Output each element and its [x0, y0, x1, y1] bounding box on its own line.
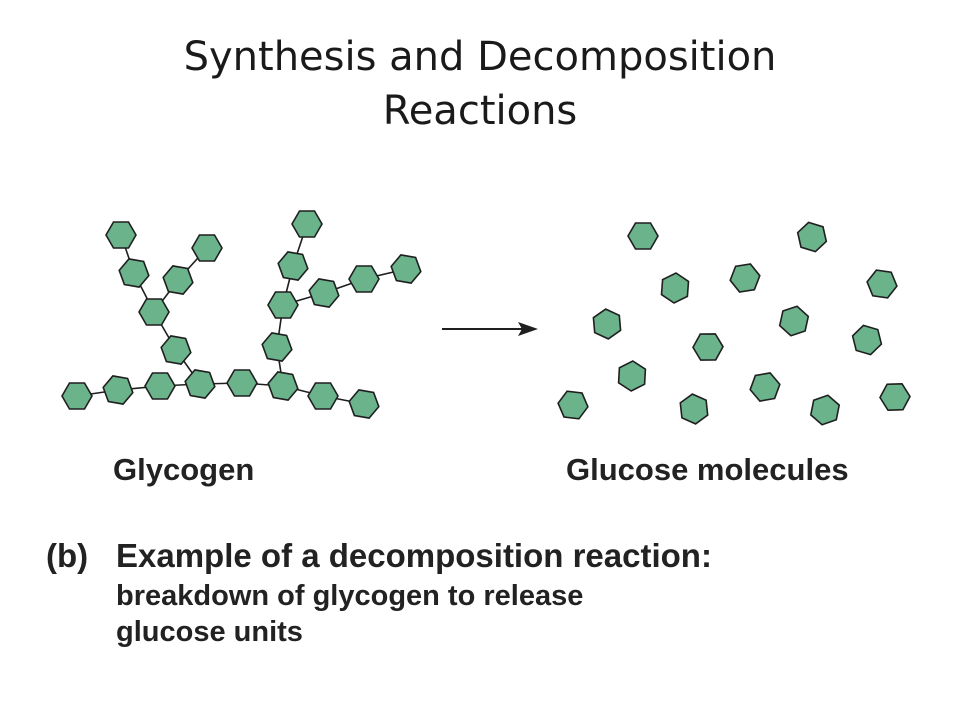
caption-heading-line: (b) Example of a decomposition reaction: — [46, 534, 712, 578]
glycogen-hexagon — [267, 291, 299, 319]
glycogen-hexagon — [390, 254, 422, 284]
glucose-hexagon — [679, 393, 709, 425]
glucose-hexagon — [809, 394, 841, 426]
glycogen-hexagon — [160, 335, 192, 365]
glycogen-hexagon — [226, 369, 258, 397]
glucose-hexagon — [879, 382, 911, 412]
glycogen-hexagon — [348, 389, 380, 419]
glycogen-hexagon — [348, 265, 380, 293]
glucose-hexagon — [627, 222, 659, 250]
caption-line-2: glucose units — [116, 616, 303, 648]
slide-title: Synthesis and Decomposition Reactions — [183, 34, 777, 134]
glycogen-hexagon — [191, 234, 223, 262]
glycogen-hexagon — [184, 369, 216, 399]
glucose-hexagon — [749, 372, 781, 402]
figure-caption: (b)Example of a decomposition reaction: … — [46, 534, 712, 650]
glucose-molecules — [557, 221, 911, 426]
glycogen-hexagon — [138, 298, 170, 326]
glycogen-hexagon — [261, 332, 293, 362]
glycogen-hexagon — [307, 382, 339, 410]
glycogen-hexagon — [162, 265, 194, 295]
glycogen-label: Glycogen — [113, 452, 255, 487]
glucose-hexagon — [617, 360, 647, 392]
glucose-hexagon — [866, 269, 898, 299]
caption-tag: (b) — [46, 537, 89, 574]
glucose-hexagon — [796, 221, 828, 253]
glucose-molecules-label: Glucose molecules — [566, 452, 849, 487]
glycogen-hexagon — [267, 371, 299, 401]
glycogen-hexagon — [105, 221, 137, 249]
glucose-hexagon — [851, 324, 883, 356]
glycogen-hexagon — [61, 382, 93, 410]
reaction-arrow-icon — [442, 322, 538, 336]
glycogen-molecule — [61, 210, 422, 419]
glycogen-hexagon — [291, 210, 323, 238]
caption-heading: Example of a decomposition reaction: — [116, 537, 712, 574]
glucose-hexagon — [660, 272, 690, 304]
glucose-hexagon — [778, 305, 810, 337]
caption-line-1: breakdown of glycogen to release — [116, 580, 584, 612]
glycogen-hexagon — [144, 372, 176, 400]
glycogen-hexagon — [118, 258, 150, 288]
glycogen-hexagon — [277, 251, 309, 281]
glycogen-hexagon — [102, 375, 134, 405]
glucose-hexagon — [557, 390, 589, 420]
glucose-hexagon — [729, 263, 761, 293]
glucose-hexagon — [692, 333, 724, 361]
glycogen-hexagon — [308, 278, 340, 308]
glucose-hexagon — [592, 308, 622, 340]
